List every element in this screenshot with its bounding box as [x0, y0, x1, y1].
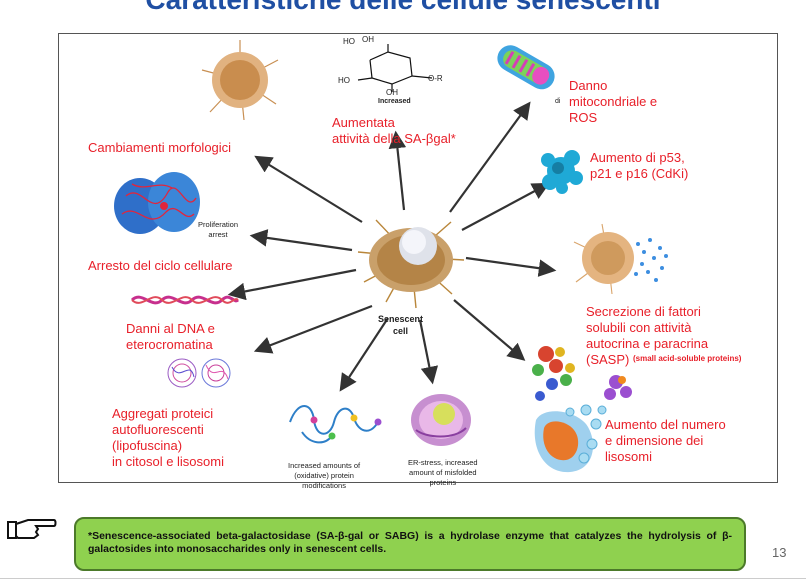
- label-sasp-line3: autocrina e paracrina: [586, 336, 709, 351]
- mitochondrion-illustration: [497, 45, 555, 90]
- label-mito-line3: ROS: [569, 110, 598, 125]
- label-aggregates-line4: in citosol e lisosomi: [112, 454, 224, 469]
- page-number: 13: [772, 545, 787, 560]
- label-sasp-line2: solubili con attività: [586, 320, 692, 335]
- arrow-p53: [461, 182, 550, 231]
- label-dna-line2: eterocromatina: [126, 337, 213, 352]
- center-label: Senescent cell: [378, 313, 423, 337]
- oxidative-caption-line3: modifications: [302, 481, 346, 490]
- label-aggregates-line1: Aggregati proteici: [112, 406, 214, 421]
- sugar-oh2: OH: [386, 88, 398, 97]
- p53-protein-illustration: [541, 150, 583, 194]
- cell-cycle-illustration: [114, 172, 200, 234]
- arrow-aggregates: [253, 304, 373, 354]
- label-cycle: Arresto del ciclo cellulare: [88, 258, 233, 273]
- bottom-divider: [0, 578, 806, 579]
- er-caption-line3: proteins: [429, 478, 457, 487]
- label-dna-line1: Danni al DNA e: [126, 321, 215, 336]
- prolif-caption-line1: Proliferation: [198, 220, 239, 229]
- arrow-cycle: [249, 229, 353, 252]
- arrow-oxidative: [339, 317, 389, 392]
- oxidative-caption: Increased amounts of (oxidative) protein…: [288, 461, 360, 491]
- arrow-sa-bgal: [388, 130, 407, 211]
- oxidative-caption-line2: (oxidative) protein: [294, 471, 354, 480]
- lysosome-illustration: [532, 346, 632, 473]
- label-lysosome-line3: lisosomi: [605, 449, 652, 464]
- footnote-box: *Senescence-associated beta-galactosidas…: [74, 517, 746, 571]
- sugar-caption: Increased: [378, 98, 411, 105]
- arrow-lysosome: [453, 299, 526, 361]
- mito-small-label: di: [555, 98, 561, 105]
- label-aggregates-line3: (lipofuscina): [112, 438, 183, 453]
- arrow-morph: [254, 155, 363, 223]
- dna-strand-illustration: [130, 295, 240, 305]
- arrow-mito: [449, 101, 531, 213]
- label-aggregates: Aggregati proteici autofluorescenti (lip…: [112, 406, 224, 470]
- label-p53-line2: p21 e p16 (CdKi): [590, 166, 689, 181]
- morphology-cell-illustration: [201, 40, 279, 121]
- oxidized-protein-illustration: [289, 405, 382, 444]
- sasp-secretion-illustration: [573, 223, 668, 295]
- er-stress-illustration: [411, 394, 471, 446]
- arrow-sasp: [465, 256, 557, 277]
- label-sa-bgal-line2: attività della SA-βgal*: [332, 131, 456, 146]
- label-sa-bgal-line1: Aumentata: [332, 115, 395, 130]
- sasp-note: (small acid-soluble proteins): [633, 354, 742, 363]
- prolif-caption-line2: arrest: [208, 230, 228, 239]
- label-lysosome-line1: Aumento del numero: [605, 417, 726, 432]
- center-label-line1: Senescent: [378, 314, 424, 324]
- arrow-er: [418, 319, 439, 385]
- pointing-hand-icon: [7, 519, 57, 539]
- label-sasp: Secrezione di fattori solubili con attiv…: [586, 304, 708, 368]
- label-aggregates-line2: autofluorescenti: [112, 422, 204, 437]
- er-caption-line2: amount of misfolded: [409, 468, 477, 477]
- label-sasp-line1: Secrezione di fattori: [586, 304, 701, 319]
- senescent-cell-illustration: [357, 219, 465, 309]
- er-caption: ER-stress, increased amount of misfolded…: [408, 458, 478, 488]
- label-sasp-line4: (SASP): [586, 352, 630, 367]
- arrow-dna: [227, 268, 357, 301]
- oxidative-caption-line1: Increased amounts of: [288, 461, 361, 470]
- label-p53-line1: Aumento di p53,: [590, 150, 685, 165]
- center-label-line2: cell: [393, 326, 409, 336]
- label-lysosome-line2: e dimensione dei: [605, 433, 704, 448]
- prolif-caption: Proliferation arrest: [198, 220, 238, 240]
- label-p53: Aumento di p53, p21 e p16 (CdKi): [590, 150, 688, 182]
- label-sa-bgal: Aumentata attività della SA-βgal*: [332, 115, 456, 147]
- sugar-ho2: HO: [338, 76, 350, 85]
- sugar-oh1: OH: [362, 35, 374, 44]
- protein-aggregates-illustration: [167, 358, 231, 388]
- sugar-ho1: HO: [343, 37, 355, 46]
- sugar-or: O-R: [428, 74, 443, 83]
- label-mito-line1: Danno: [569, 78, 608, 93]
- slide-title: Caratteristiche delle cellule senescenti: [0, 0, 806, 16]
- label-mito-line2: mitocondriale e: [569, 94, 658, 109]
- label-dna: Danni al DNA e eterocromatina: [126, 321, 215, 353]
- er-caption-line1: ER-stress, increased: [408, 458, 478, 467]
- galactoside-structure-icon: [357, 44, 433, 92]
- label-morph: Cambiamenti morfologici: [88, 140, 232, 155]
- label-lysosome: Aumento del numero e dimensione dei liso…: [605, 417, 726, 465]
- label-mito: Danno mitocondriale e ROS: [569, 78, 657, 126]
